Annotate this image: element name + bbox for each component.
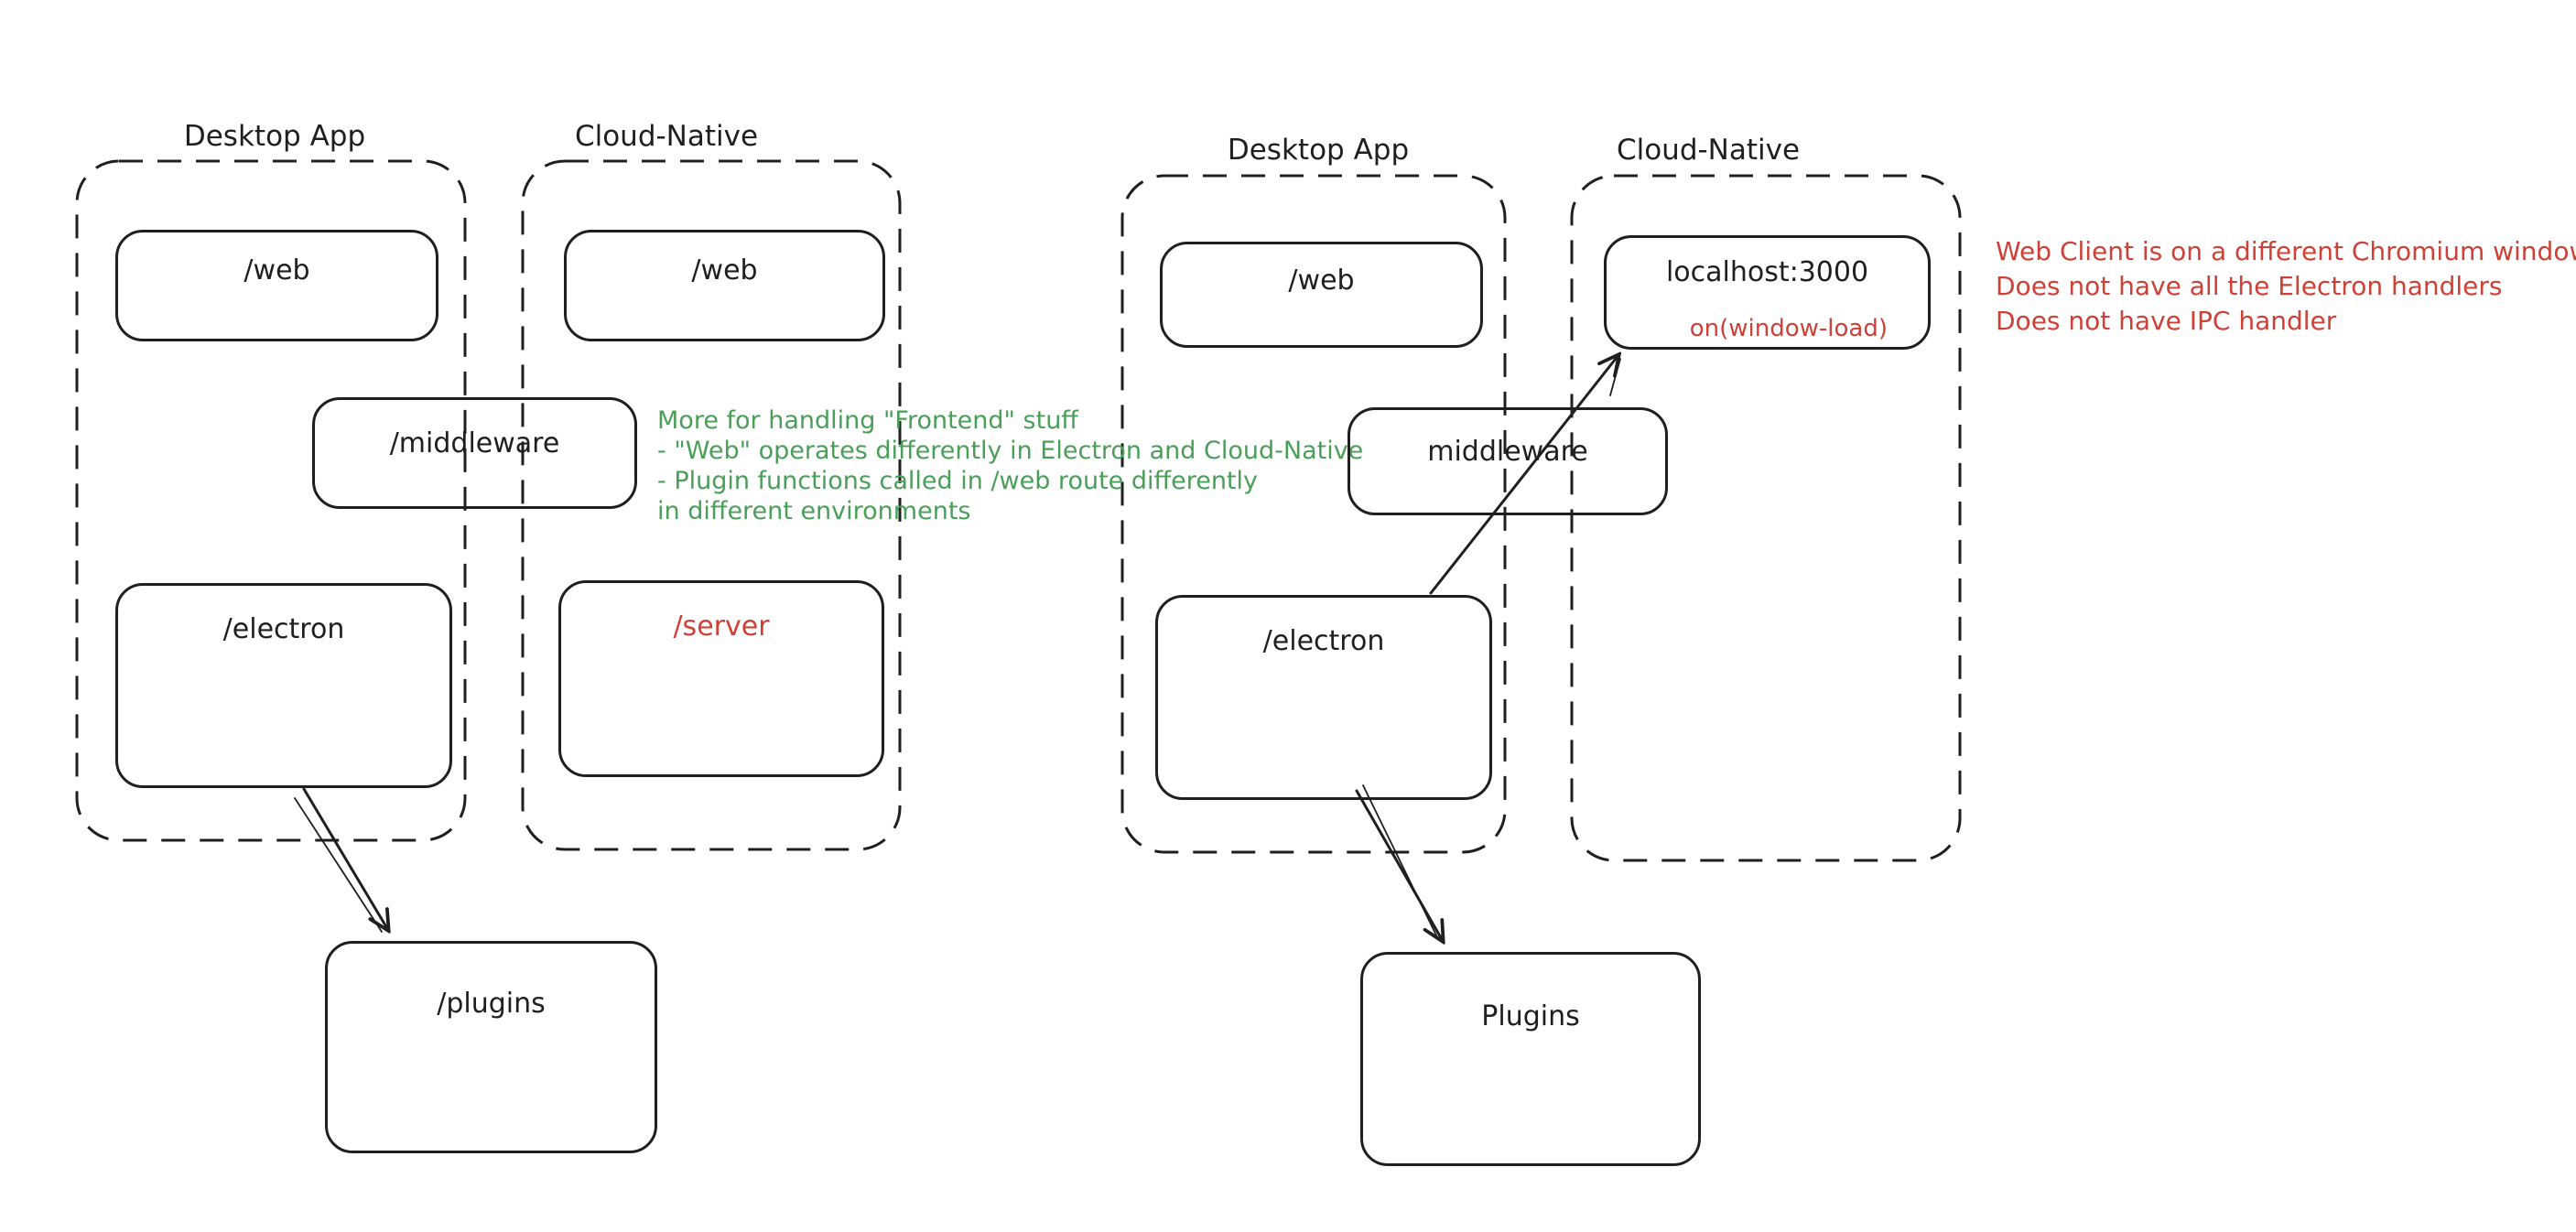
- container-title-desktop-left: Desktop App: [183, 120, 366, 153]
- annotation-green: More for handling "Frontend" stuff - "We…: [657, 405, 1363, 526]
- annotation-red-line-1: Web Client is on a different Chromium wi…: [1996, 236, 2576, 266]
- annotation-green-line-4: in different environments: [657, 497, 971, 525]
- arrow-electron-to-localhost-sketch: [1609, 358, 1621, 396]
- desktop-app-container-left: [75, 159, 467, 842]
- middleware-box-left: /middleware: [312, 397, 637, 509]
- middleware-box-left-label: /middleware: [389, 427, 560, 459]
- web-box-cloud-left: /web: [564, 230, 885, 341]
- annotation-red: Web Client is on a different Chromium wi…: [1996, 234, 2576, 339]
- arrow-electron-to-plugins-right-sketch: [1362, 784, 1439, 940]
- electron-box-left: /electron: [115, 583, 452, 788]
- plugins-box-left: /plugins: [325, 941, 657, 1153]
- web-box-right: /web: [1160, 242, 1483, 348]
- arrow-electron-to-plugins-right: [1355, 789, 1443, 941]
- localhost-box-onload-label: on(window-load): [1689, 315, 1888, 342]
- container-title-cloud-right: Cloud-Native: [1616, 134, 1801, 167]
- annotation-green-line-1: More for handling "Frontend" stuff: [657, 406, 1078, 435]
- container-title-desktop-right: Desktop App: [1227, 134, 1410, 167]
- electron-box-left-label: /electron: [222, 613, 345, 645]
- web-box-right-label: /web: [1288, 265, 1355, 297]
- plugins-box-right: Plugins: [1360, 952, 1701, 1166]
- plugins-box-left-label: /plugins: [437, 988, 546, 1020]
- server-box-label: /server: [673, 611, 770, 643]
- plugins-box-right-label: Plugins: [1481, 1000, 1580, 1032]
- middleware-box-right-label: middleware: [1427, 436, 1588, 468]
- annotation-red-line-3: Does not have IPC handler: [1996, 306, 2337, 336]
- container-title-cloud-left: Cloud-Native: [574, 120, 759, 153]
- web-box-desktop-left: /web: [115, 230, 438, 341]
- annotation-red-line-2: Does not have all the Electron handlers: [1996, 271, 2503, 301]
- cloud-native-container-left: [521, 159, 902, 851]
- arrow-electron-to-localhost: [1429, 355, 1618, 595]
- middleware-box-right: middleware: [1348, 407, 1668, 515]
- server-box: /server: [558, 580, 884, 777]
- localhost-box-label: localhost:3000: [1665, 256, 1869, 288]
- electron-box-right-label: /electron: [1262, 625, 1385, 657]
- arrow-electron-to-plugins-left-sketch: [294, 797, 383, 933]
- arrow-electron-to-plugins-left: [302, 787, 388, 930]
- electron-box-right: /electron: [1155, 595, 1492, 800]
- localhost-box: localhost:3000 on(window-load): [1604, 235, 1931, 350]
- annotation-green-line-2: - "Web" operates differently in Electron…: [657, 437, 1364, 465]
- annotation-green-line-3: - Plugin functions called in /web route …: [657, 467, 1259, 495]
- web-box-cloud-left-label: /web: [691, 254, 758, 286]
- cloud-native-container-right: [1570, 174, 1962, 862]
- web-box-desktop-left-label: /web: [244, 254, 310, 286]
